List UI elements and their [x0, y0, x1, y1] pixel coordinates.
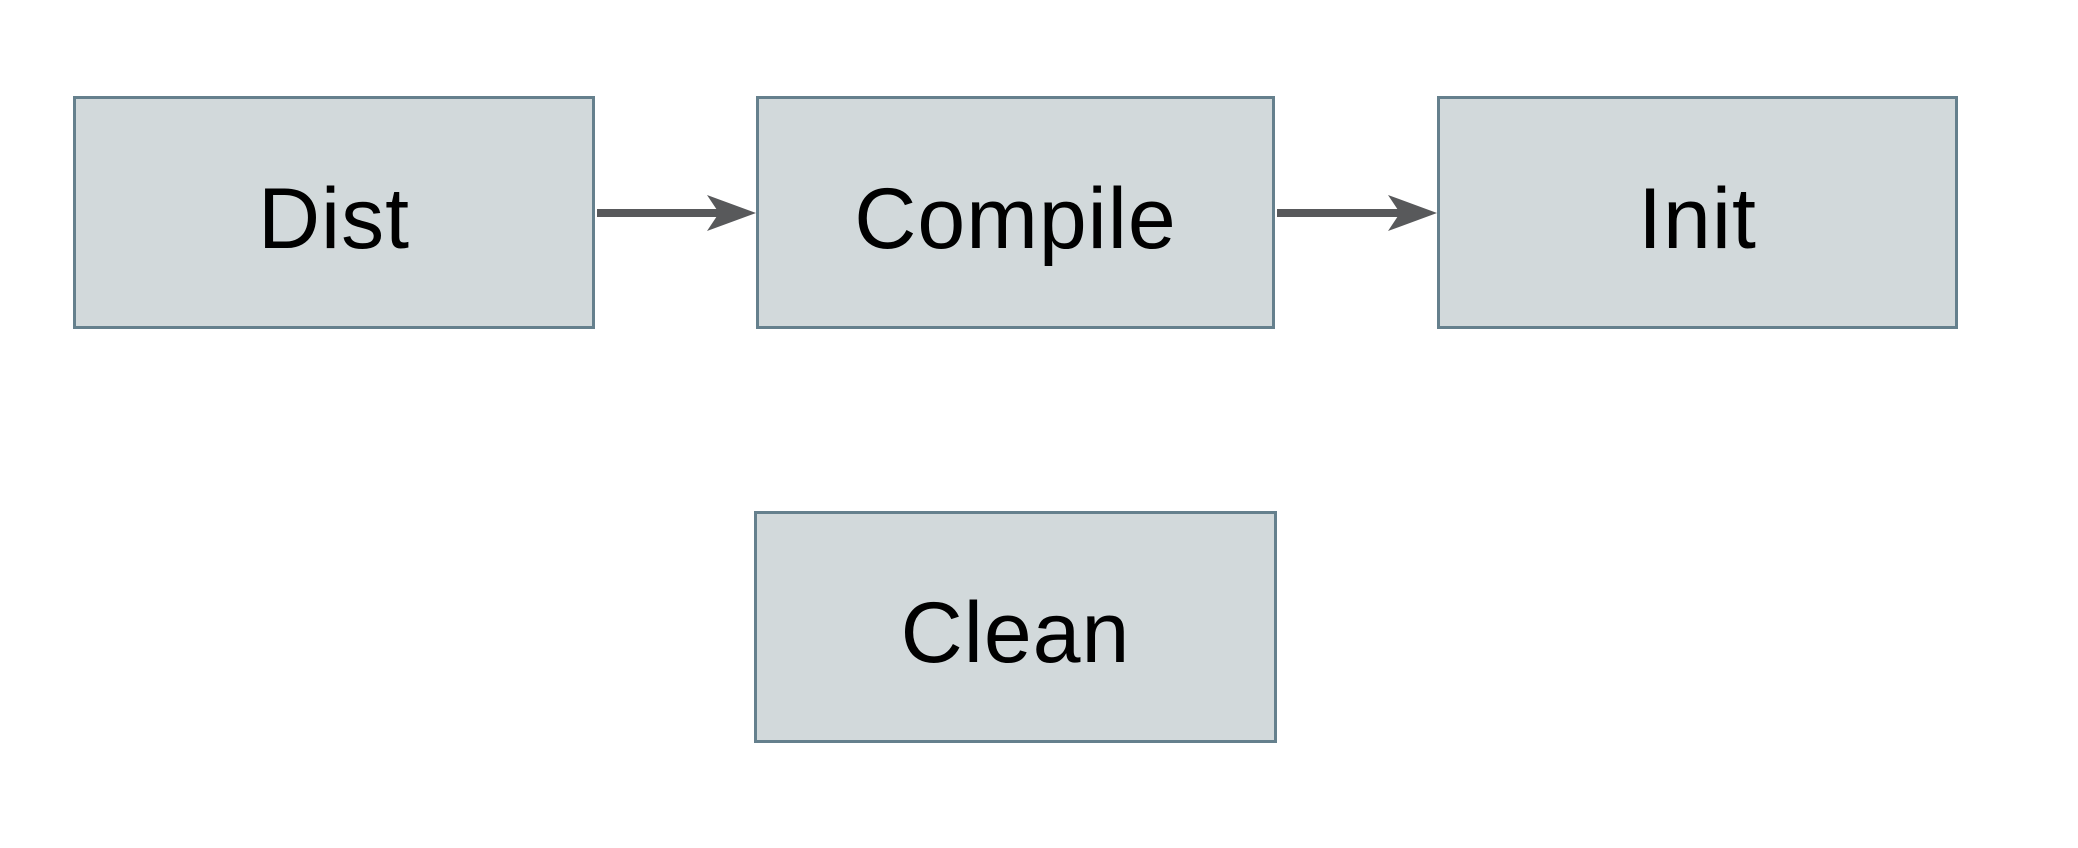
- node-label-init: Init: [1638, 170, 1757, 267]
- node-label-clean: Clean: [900, 585, 1131, 681]
- node-dist: Dist: [73, 96, 595, 329]
- node-label-compile: Compile: [854, 170, 1177, 267]
- node-label-dist: Dist: [257, 170, 411, 267]
- node-clean: Clean: [754, 511, 1277, 743]
- arrowhead-icon: [1388, 195, 1437, 231]
- node-compile: Compile: [756, 96, 1275, 329]
- arrowhead-icon: [707, 195, 756, 231]
- arrow-dist-to-compile: [597, 195, 756, 231]
- arrow-compile-to-init: [1277, 195, 1437, 231]
- node-init: Init: [1437, 96, 1958, 329]
